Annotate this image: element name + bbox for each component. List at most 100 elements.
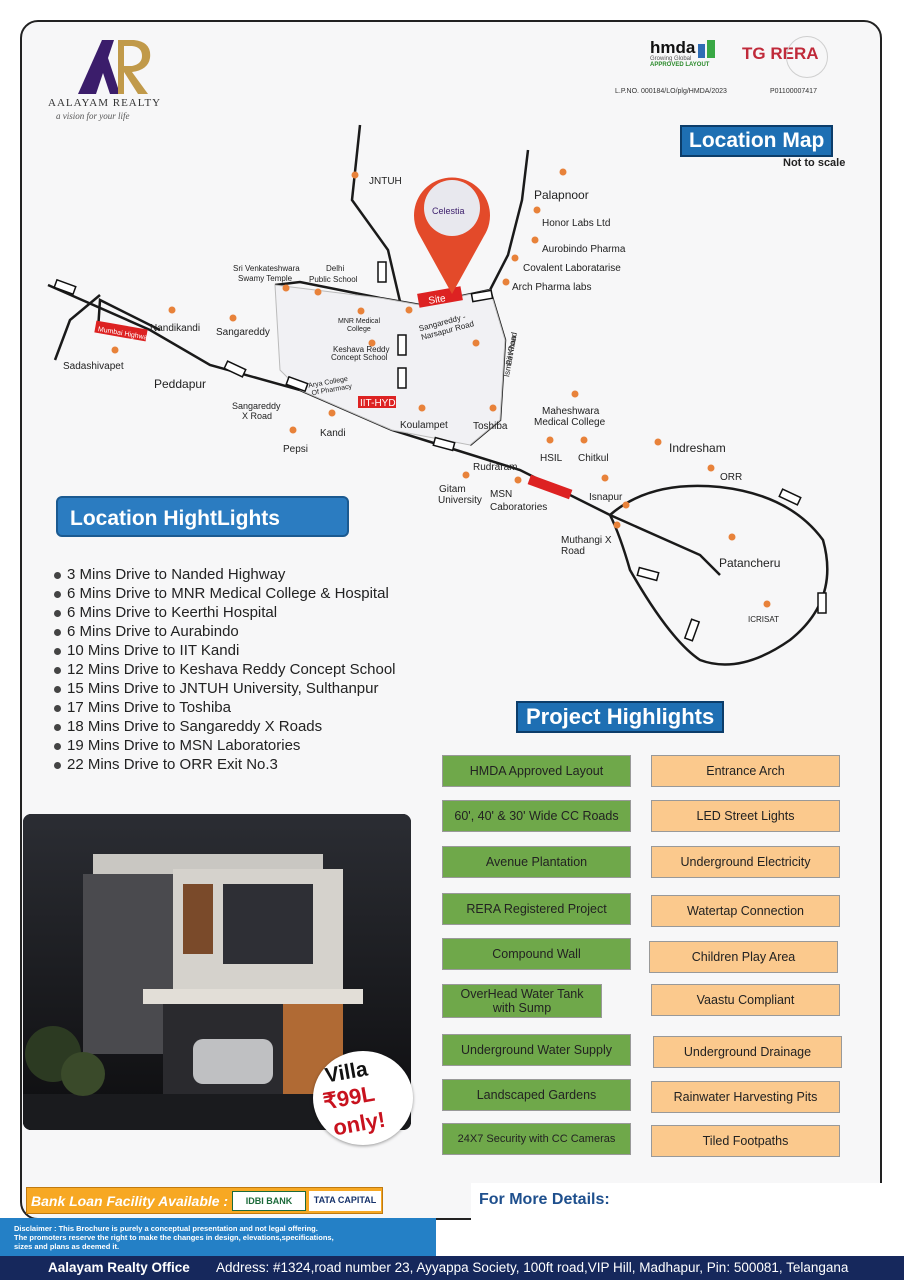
bullet-icon — [54, 571, 61, 579]
not-to-scale-note: Not to scale — [783, 157, 846, 169]
project-feature: Underground Water Supply — [442, 1034, 631, 1066]
aalayam-logo — [78, 40, 151, 94]
disclaimer-line: Disclaimer : This Brochure is purely a c… — [14, 1224, 318, 1233]
lp-number: L.P.NO. 000184/LO/plg/HMDA/2023 — [615, 88, 727, 95]
bank-loan-bar: Bank Loan Facility Available : IDBI BANK… — [26, 1187, 383, 1214]
project-feature: OverHead Water Tank with Sump — [442, 984, 602, 1018]
label-arch: Arch Pharma labs — [512, 282, 591, 293]
disclaimer-line: The promoters reserve the right to make … — [14, 1233, 334, 1242]
project-feature: Entrance Arch — [651, 755, 840, 787]
label-muthangi-2: Road — [561, 546, 585, 557]
label-sxr-2: X Road — [242, 411, 272, 421]
mumbai-highway-tag — [94, 320, 148, 342]
bullet-icon — [54, 704, 61, 712]
highlight-item: 19 Mins Drive to MSN Laboratories — [54, 736, 396, 755]
hmda-word: hmda — [650, 38, 696, 57]
project-feature: Underground Electricity — [651, 846, 840, 878]
highlight-item: 12 Mins Drive to Keshava Reddy Concept S… — [54, 660, 396, 679]
idbi-bank-logo: IDBI BANK — [232, 1191, 306, 1211]
bullet-icon — [54, 723, 61, 731]
label-nandikandi: Nandikandi — [150, 323, 200, 334]
project-feature: RERA Registered Project — [442, 893, 631, 925]
highlight-item: 15 Mins Drive to JNTUH University, Sulth… — [54, 679, 396, 698]
label-gitam-1: Gitam — [439, 484, 466, 495]
label-aurobindo: Aurobindo Pharma — [542, 244, 626, 255]
disclaimer-line: sizes and plans as deemed it. — [14, 1242, 120, 1251]
label-gitam-2: University — [438, 495, 482, 506]
label-sangareddy: Sangareddy — [216, 327, 270, 338]
label-mnr-2: College — [347, 326, 371, 333]
location-highlights-title: Location HightLights — [56, 496, 349, 537]
site-area — [274, 284, 506, 446]
label-pepsi: Pepsi — [283, 444, 308, 455]
label-toshiba: Toshiba — [473, 421, 508, 432]
tata-capital-logo: TATA CAPITAL — [309, 1191, 381, 1211]
highlight-item: 17 Mins Drive to Toshiba — [54, 698, 396, 717]
project-feature: Vaastu Compliant — [651, 984, 840, 1016]
bank-loan-label: Bank Loan Facility Available : — [31, 1193, 229, 1209]
label-keshava-2: Concept School — [331, 353, 388, 362]
bullet-icon — [54, 685, 61, 693]
label-koulampet: Koulampet — [400, 420, 448, 431]
project-feature: Tiled Footpaths — [651, 1125, 840, 1157]
label-chitkul: Chitkul — [578, 453, 609, 464]
label-hsil: HSIL — [540, 453, 563, 464]
label-peddapur: Peddapur — [154, 377, 206, 391]
more-details-label: For More Details: — [479, 1191, 610, 1208]
iit-text: IIT-HYD — [360, 398, 396, 409]
label-msn-1: MSN — [490, 489, 512, 500]
bullet-icon — [54, 609, 61, 617]
more-details-box: For More Details: — [471, 1183, 904, 1253]
label-sxr-1: Sangareddy — [232, 401, 281, 411]
label-kandi: Kandi — [320, 428, 346, 439]
hmda-badge: hmda Growing Global APPROVED LAYOUT — [650, 38, 730, 88]
label-dps-1: Delhi — [326, 264, 344, 273]
label-orr: ORR — [720, 472, 742, 483]
project-feature: LED Street Lights — [651, 800, 840, 832]
highlight-item: 18 Mins Drive to Sangareddy X Roads — [54, 717, 396, 736]
hmda-subtitle: Growing Global — [650, 56, 692, 62]
label-honor: Honor Labs Ltd — [542, 218, 610, 229]
highlight-item: 6 Mins Drive to Aurabindo — [54, 622, 396, 641]
highlight-item: 10 Mins Drive to IIT Kandi — [54, 641, 396, 660]
label-covalent: Covalent Laboratarise — [523, 263, 621, 274]
disclaimer: Disclaimer : This Brochure is purely a c… — [0, 1218, 436, 1256]
label-palapnoor: Palapnoor — [534, 188, 589, 202]
highlight-item: 6 Mins Drive to Keerthi Hospital — [54, 603, 396, 622]
label-jntuh: JNTUH — [369, 176, 402, 187]
label-isnapur: Isnapur — [589, 492, 623, 503]
project-highlights-title: Project Highlights — [516, 701, 725, 733]
project-feature: 24X7 Security with CC Cameras — [442, 1123, 631, 1155]
project-feature: Landscaped Gardens — [442, 1079, 631, 1111]
label-venkateshwara-1: Sri Venkateshwara — [233, 264, 300, 273]
label-maheshwara-1: Maheshwara — [542, 406, 600, 417]
rera-number: P01100007417 — [770, 88, 817, 95]
map-pins — [111, 168, 771, 608]
project-feature: 60', 40' & 30' Wide CC Roads — [442, 800, 631, 832]
label-keshava-1: Keshava Reddy — [333, 345, 389, 354]
location-map: Mumbai Highway IIT-HYD Site Celestia JNT… — [47, 124, 829, 666]
bullet-icon — [54, 666, 61, 674]
project-feature: HMDA Approved Layout — [442, 755, 631, 787]
price-badge: Villa ₹99L only! — [313, 1051, 413, 1145]
hmda-building-icon — [698, 40, 715, 58]
bullet-icon — [54, 742, 61, 750]
site-pin: Celestia — [414, 177, 490, 294]
office-name: Aalayam Realty Office — [48, 1260, 190, 1275]
label-ismail-2: Pet Road — [504, 332, 519, 366]
project-feature: Children Play Area — [649, 941, 838, 973]
project-feature: Watertap Connection — [651, 895, 840, 927]
office-address: Address: #1324,road number 23, Ayyappa S… — [216, 1260, 849, 1275]
brand-tagline: a vision for your life — [56, 111, 130, 121]
project-feature: Avenue Plantation — [442, 846, 631, 878]
label-dps-2: Public School — [309, 275, 358, 284]
rera-seal-icon — [786, 36, 828, 78]
label-patancheru: Patancheru — [719, 556, 780, 570]
project-feature: Compound Wall — [442, 938, 631, 970]
hmda-approved: APPROVED LAYOUT — [650, 62, 710, 68]
project-logo-text: Celestia — [432, 206, 465, 216]
label-venkateshwara-2: Swamy Temple — [238, 274, 293, 283]
road-tag — [527, 474, 573, 500]
bullet-icon — [54, 761, 61, 769]
label-mnr-1: MNR Medical — [338, 318, 380, 325]
